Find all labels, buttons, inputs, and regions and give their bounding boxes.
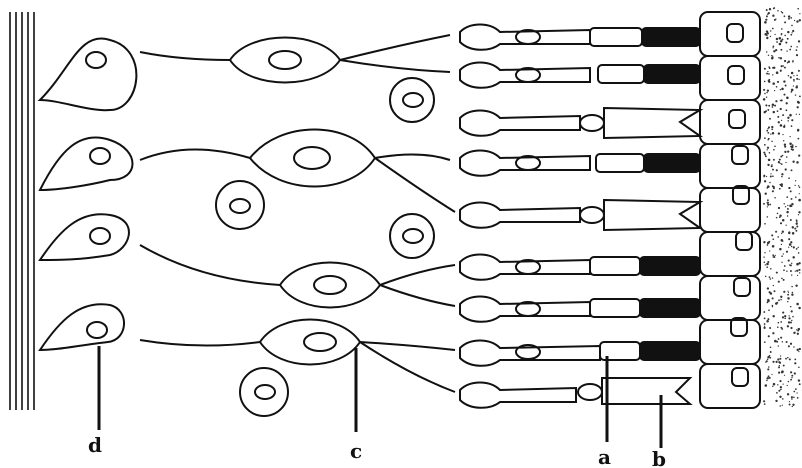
label-c: c bbox=[350, 439, 362, 463]
pigment-cell-column bbox=[700, 12, 760, 408]
label-b: b bbox=[652, 447, 666, 468]
label-a: a bbox=[598, 445, 611, 468]
label-d: d bbox=[88, 433, 102, 457]
